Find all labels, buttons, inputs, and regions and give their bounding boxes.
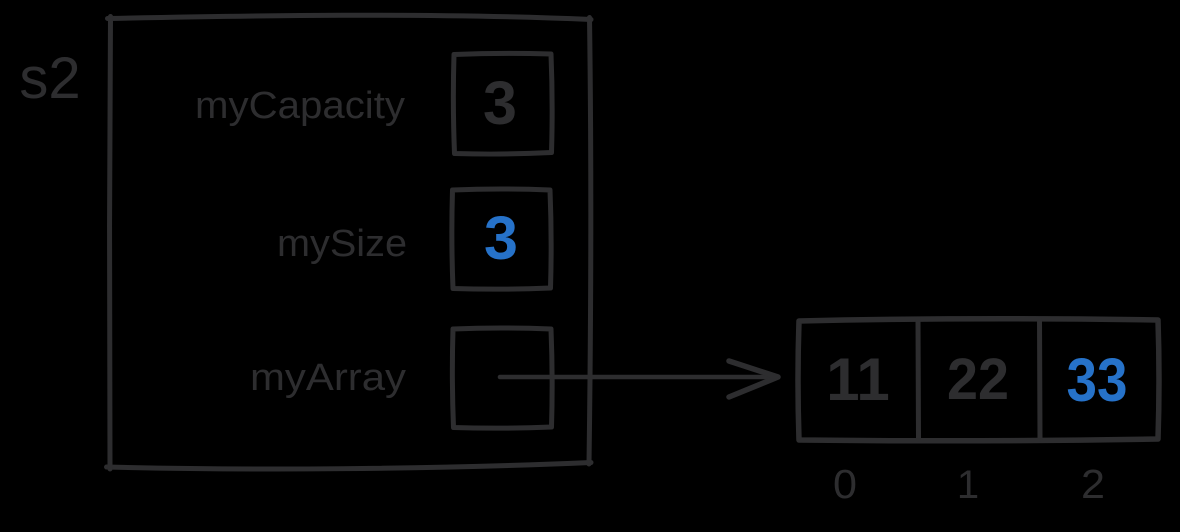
svg-text:myCapacity: myCapacity bbox=[195, 85, 405, 127]
svg-text:s2: s2 bbox=[19, 46, 80, 111]
svg-text:11: 11 bbox=[826, 346, 889, 413]
svg-text:3: 3 bbox=[484, 204, 518, 272]
svg-text:2: 2 bbox=[1081, 461, 1105, 507]
svg-text:1: 1 bbox=[957, 463, 979, 507]
svg-text:myArray: myArray bbox=[250, 357, 406, 399]
svg-text:22: 22 bbox=[947, 347, 1009, 412]
svg-text:0: 0 bbox=[833, 461, 857, 507]
svg-text:3: 3 bbox=[483, 69, 517, 137]
svg-text:33: 33 bbox=[1067, 346, 1128, 414]
svg-text:mySize: mySize bbox=[277, 223, 407, 265]
